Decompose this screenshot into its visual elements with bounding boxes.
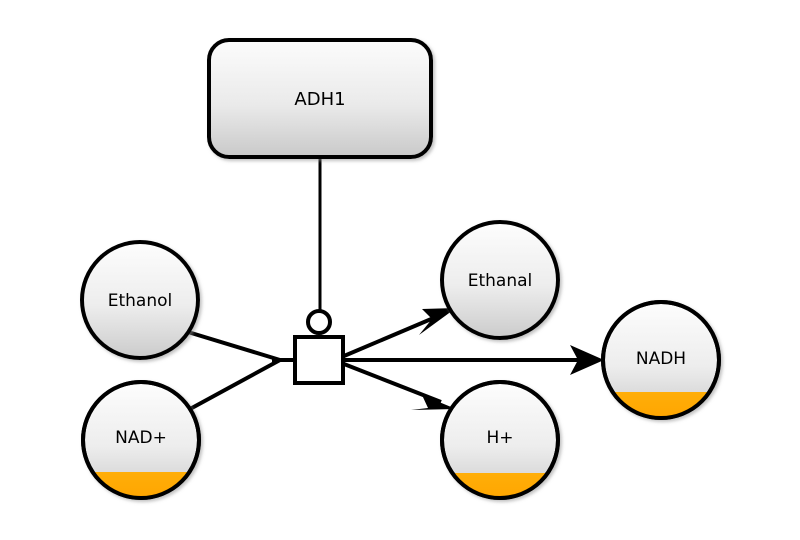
nadh-clone-marker xyxy=(603,392,719,418)
nad-plus-outline xyxy=(81,380,201,500)
edge-layer xyxy=(187,157,604,411)
metabolite-node-h-plus[interactable]: H+ xyxy=(440,380,560,501)
h-plus-outline xyxy=(440,380,560,500)
ethanal-shape[interactable] xyxy=(440,220,560,340)
edge-ethanol-to-node xyxy=(187,330,281,362)
edge-node-to-ethanal xyxy=(343,308,456,358)
process-node-square[interactable] xyxy=(293,335,345,385)
metabolite-node-nadh[interactable]: NADH xyxy=(601,300,721,420)
edge-node-to-hplus xyxy=(343,362,456,410)
enzyme-shape[interactable] xyxy=(207,38,433,159)
edge-node-to-nadh xyxy=(344,345,604,375)
metabolite-node-nad-plus[interactable]: NAD+ xyxy=(81,380,201,500)
ethanol-shape[interactable] xyxy=(80,240,200,360)
nadh-outline xyxy=(601,300,721,420)
enzyme-node-adh1[interactable]: ADH1 xyxy=(207,38,433,159)
nad-plus-clone-marker xyxy=(83,472,199,498)
metabolite-node-ethanal[interactable]: Ethanal xyxy=(440,220,560,340)
edge-nadplus-to-node xyxy=(189,358,281,411)
process-node[interactable] xyxy=(293,309,345,385)
catalysis-port-circle-icon xyxy=(306,309,332,335)
metabolite-node-ethanol[interactable]: Ethanol xyxy=(80,240,200,360)
